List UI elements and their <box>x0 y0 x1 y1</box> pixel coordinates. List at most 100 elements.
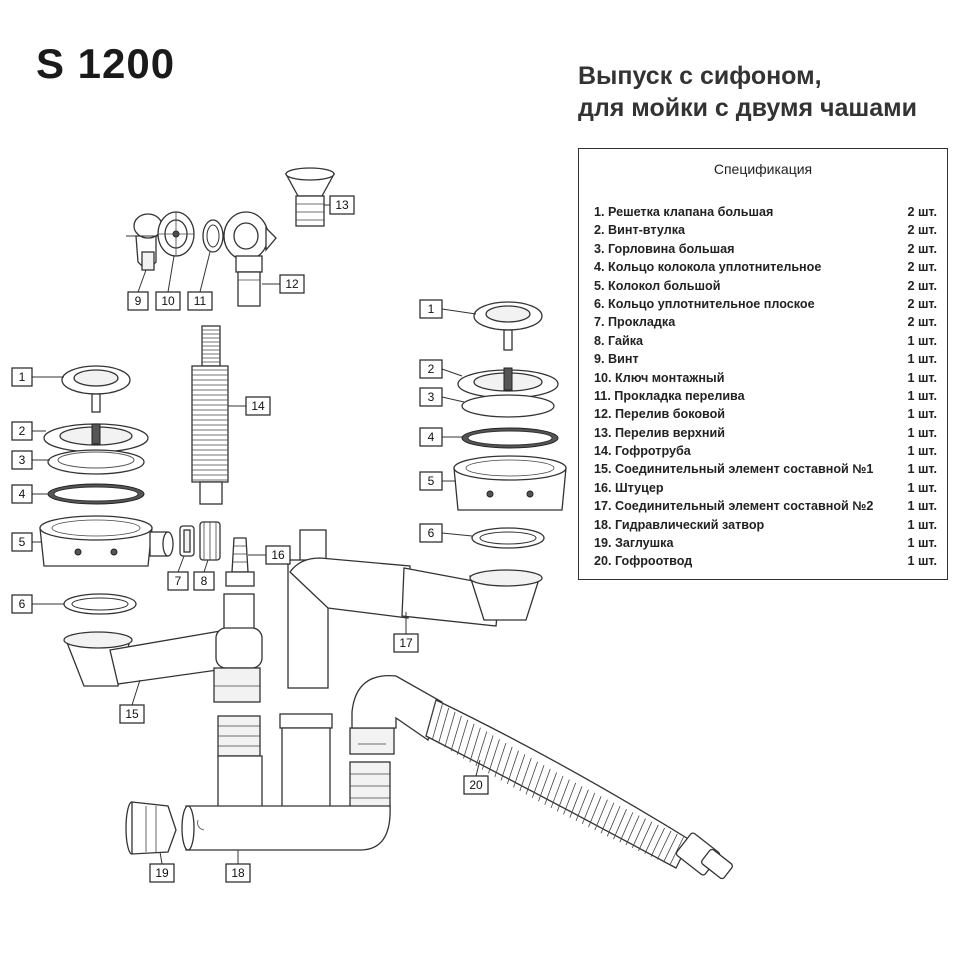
spec-item-qty: 1 шт. <box>907 333 937 348</box>
specification-table: Спецификация 1. Решетка клапана большая 2… <box>578 148 948 580</box>
hose-rib <box>525 761 538 795</box>
callout-label: 2 <box>428 362 435 376</box>
spec-row: 14. Гофротруба 1 шт. <box>594 442 937 460</box>
hose-rib <box>594 799 608 831</box>
part-corrugated-tube-14 <box>191 325 229 505</box>
part-connecting-element-15 <box>63 593 263 703</box>
hose-rib <box>625 815 640 846</box>
callout-label: 19 <box>155 866 169 880</box>
callout-label: 20 <box>469 778 483 792</box>
part-corrugated-outlet-20 <box>349 675 734 880</box>
hose-rib <box>431 703 443 740</box>
spec-item-qty: 2 шт. <box>907 315 937 330</box>
spec-item-qty: 1 шт. <box>907 370 937 385</box>
spec-item-name: 20. Гофроотвод <box>594 554 693 569</box>
hose-rib <box>494 742 507 778</box>
hose-rib <box>631 818 646 849</box>
callout-2-left: 2 <box>11 421 46 441</box>
part-strainer-1-right <box>473 301 543 351</box>
part-top-overflow-13 <box>284 167 336 227</box>
callout-3-left: 3 <box>11 450 50 470</box>
hose-rib <box>600 802 615 834</box>
hose-rib <box>550 775 564 809</box>
spec-item-qty: 1 шт. <box>907 352 937 367</box>
spec-item-name: 1. Решетка клапана большая <box>594 205 774 219</box>
callout-6-left: 6 <box>11 594 64 614</box>
callout-label: 3 <box>19 453 26 467</box>
hose-rib <box>463 723 475 759</box>
callout-13: 13 <box>324 195 355 215</box>
hose-rib <box>513 754 526 788</box>
part-bell-5-right <box>453 455 567 511</box>
spec-item-qty: 1 шт. <box>907 388 937 403</box>
spec-row: 9. Винт 1 шт. <box>594 350 937 368</box>
spec-item-qty: 2 шт. <box>907 278 937 293</box>
hose-rib <box>506 750 519 785</box>
spec-item-qty: 2 шт. <box>907 241 937 256</box>
spec-item-name: 9. Винт <box>594 352 639 367</box>
spec-item-qty: 1 шт. <box>907 480 937 495</box>
hose-rib <box>456 719 469 755</box>
spec-item-qty: 1 шт. <box>907 444 937 459</box>
hose-rib <box>531 765 545 799</box>
spec-row: 5. Колокол большой 2 шт. <box>594 277 937 295</box>
spec-item-name: 3. Горловина большая <box>594 241 735 256</box>
spec-row: 12. Перелив боковой 1 шт. <box>594 405 937 423</box>
callout-11: 11 <box>187 251 213 311</box>
spec-item-name: 8. Гайка <box>594 333 644 348</box>
hose-rib <box>481 735 494 770</box>
hose-rib <box>563 782 577 815</box>
spec-item-name: 6. Кольцо уплотнительное плоское <box>594 296 815 311</box>
hose-rib <box>425 699 437 737</box>
callout-label: 12 <box>285 277 299 291</box>
hose-rib <box>444 711 456 748</box>
specification-title: Спецификация <box>713 161 813 177</box>
right-valve-assembly <box>453 301 567 549</box>
spec-item-qty: 1 шт. <box>907 407 937 422</box>
callout-20: 20 <box>463 759 489 795</box>
spec-item-name: 7. Прокладка <box>594 315 676 330</box>
spec-item-name: 2. Винт-втулка <box>594 223 686 238</box>
hose-rib <box>613 809 627 840</box>
callout-14: 14 <box>228 396 271 416</box>
spec-item-name: 5. Колокол большой <box>594 278 721 293</box>
spec-item-name: 14. Гофротруба <box>594 444 691 459</box>
callout-4-right: 4 <box>419 427 462 447</box>
callout-label: 15 <box>125 707 139 721</box>
callout-5-right: 5 <box>419 471 456 491</box>
spec-item-qty: 1 шт. <box>907 462 937 477</box>
hose-rib <box>606 805 621 837</box>
callout-label: 18 <box>231 866 245 880</box>
callout-16: 16 <box>248 545 291 565</box>
spec-item-name: 15. Соединительный элемент составной №1 <box>594 462 874 477</box>
hose-rib <box>450 715 462 752</box>
callout-1-right: 1 <box>419 299 477 319</box>
part-fitting-16 <box>225 537 255 587</box>
spec-item-name: 18. Гидравлический затвор <box>594 517 765 532</box>
spec-item-name: 12. Перелив боковой <box>594 407 726 422</box>
callout-label: 1 <box>19 370 26 384</box>
hose-rib <box>538 768 551 802</box>
spec-item-qty: 2 шт. <box>907 296 937 311</box>
callout-6-right: 6 <box>419 523 473 543</box>
hose-rib <box>519 757 532 792</box>
spec-row: 3. Горловина большая 2 шт. <box>594 240 937 258</box>
model-title: S 1200 <box>36 40 176 87</box>
spec-row: 8. Гайка 1 шт. <box>594 332 937 350</box>
part-connecting-element-17 <box>287 529 543 689</box>
callout-18: 18 <box>225 850 251 883</box>
callout-label: 7 <box>175 574 182 588</box>
callout-label: 4 <box>428 430 435 444</box>
callout-label: 4 <box>19 487 26 501</box>
callout-label: 5 <box>428 474 435 488</box>
part-bushing-screw-2-right <box>457 367 559 399</box>
callout-12: 12 <box>262 274 305 294</box>
callout-1-left: 1 <box>11 367 64 387</box>
